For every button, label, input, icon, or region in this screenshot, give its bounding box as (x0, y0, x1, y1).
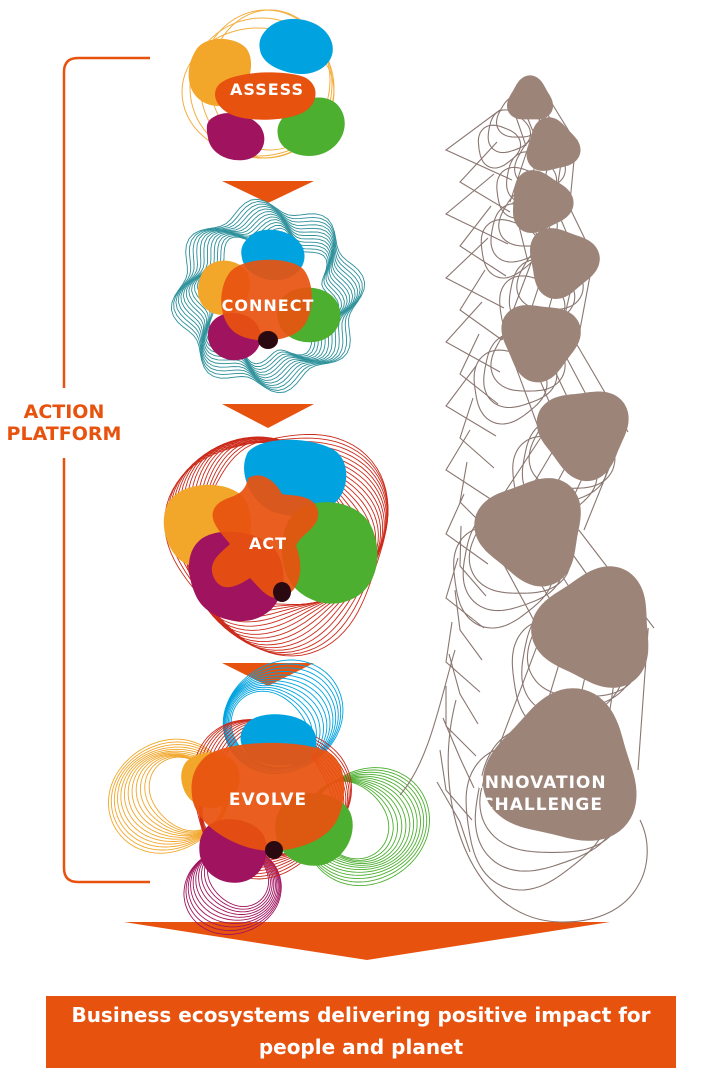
arrow-act-to-evolve (222, 663, 314, 686)
connect-cluster (170, 198, 366, 394)
innovation-line2: CHALLENGE (481, 795, 603, 815)
stage-label-connect: CONNECT (221, 296, 315, 315)
innovation-blobs (474, 75, 649, 841)
innovation-challenge-label: INNOVATION CHALLENGE (452, 772, 632, 816)
arrow-assess-to-connect (222, 181, 314, 203)
arrow-to-outcome (124, 922, 610, 960)
action-platform-line1: ACTION (23, 401, 105, 423)
assess-cluster (181, 9, 345, 161)
evolve-cluster (108, 649, 456, 935)
stage-label-act: ACT (248, 534, 288, 553)
action-platform-label: ACTION PLATFORM (4, 401, 124, 445)
action-platform-line2: PLATFORM (6, 423, 122, 445)
outcome-banner: Business ecosystems delivering positive … (46, 996, 676, 1068)
innovation-line1: INNOVATION (477, 773, 607, 793)
stage-label-evolve: EVOLVE (228, 790, 308, 810)
act-cluster (163, 433, 389, 657)
stage-label-assess: ASSESS (230, 80, 304, 99)
action-platform-bracket (62, 56, 150, 884)
outcome-banner-text: Business ecosystems delivering positive … (71, 1003, 651, 1059)
arrow-connect-to-act (222, 404, 314, 428)
